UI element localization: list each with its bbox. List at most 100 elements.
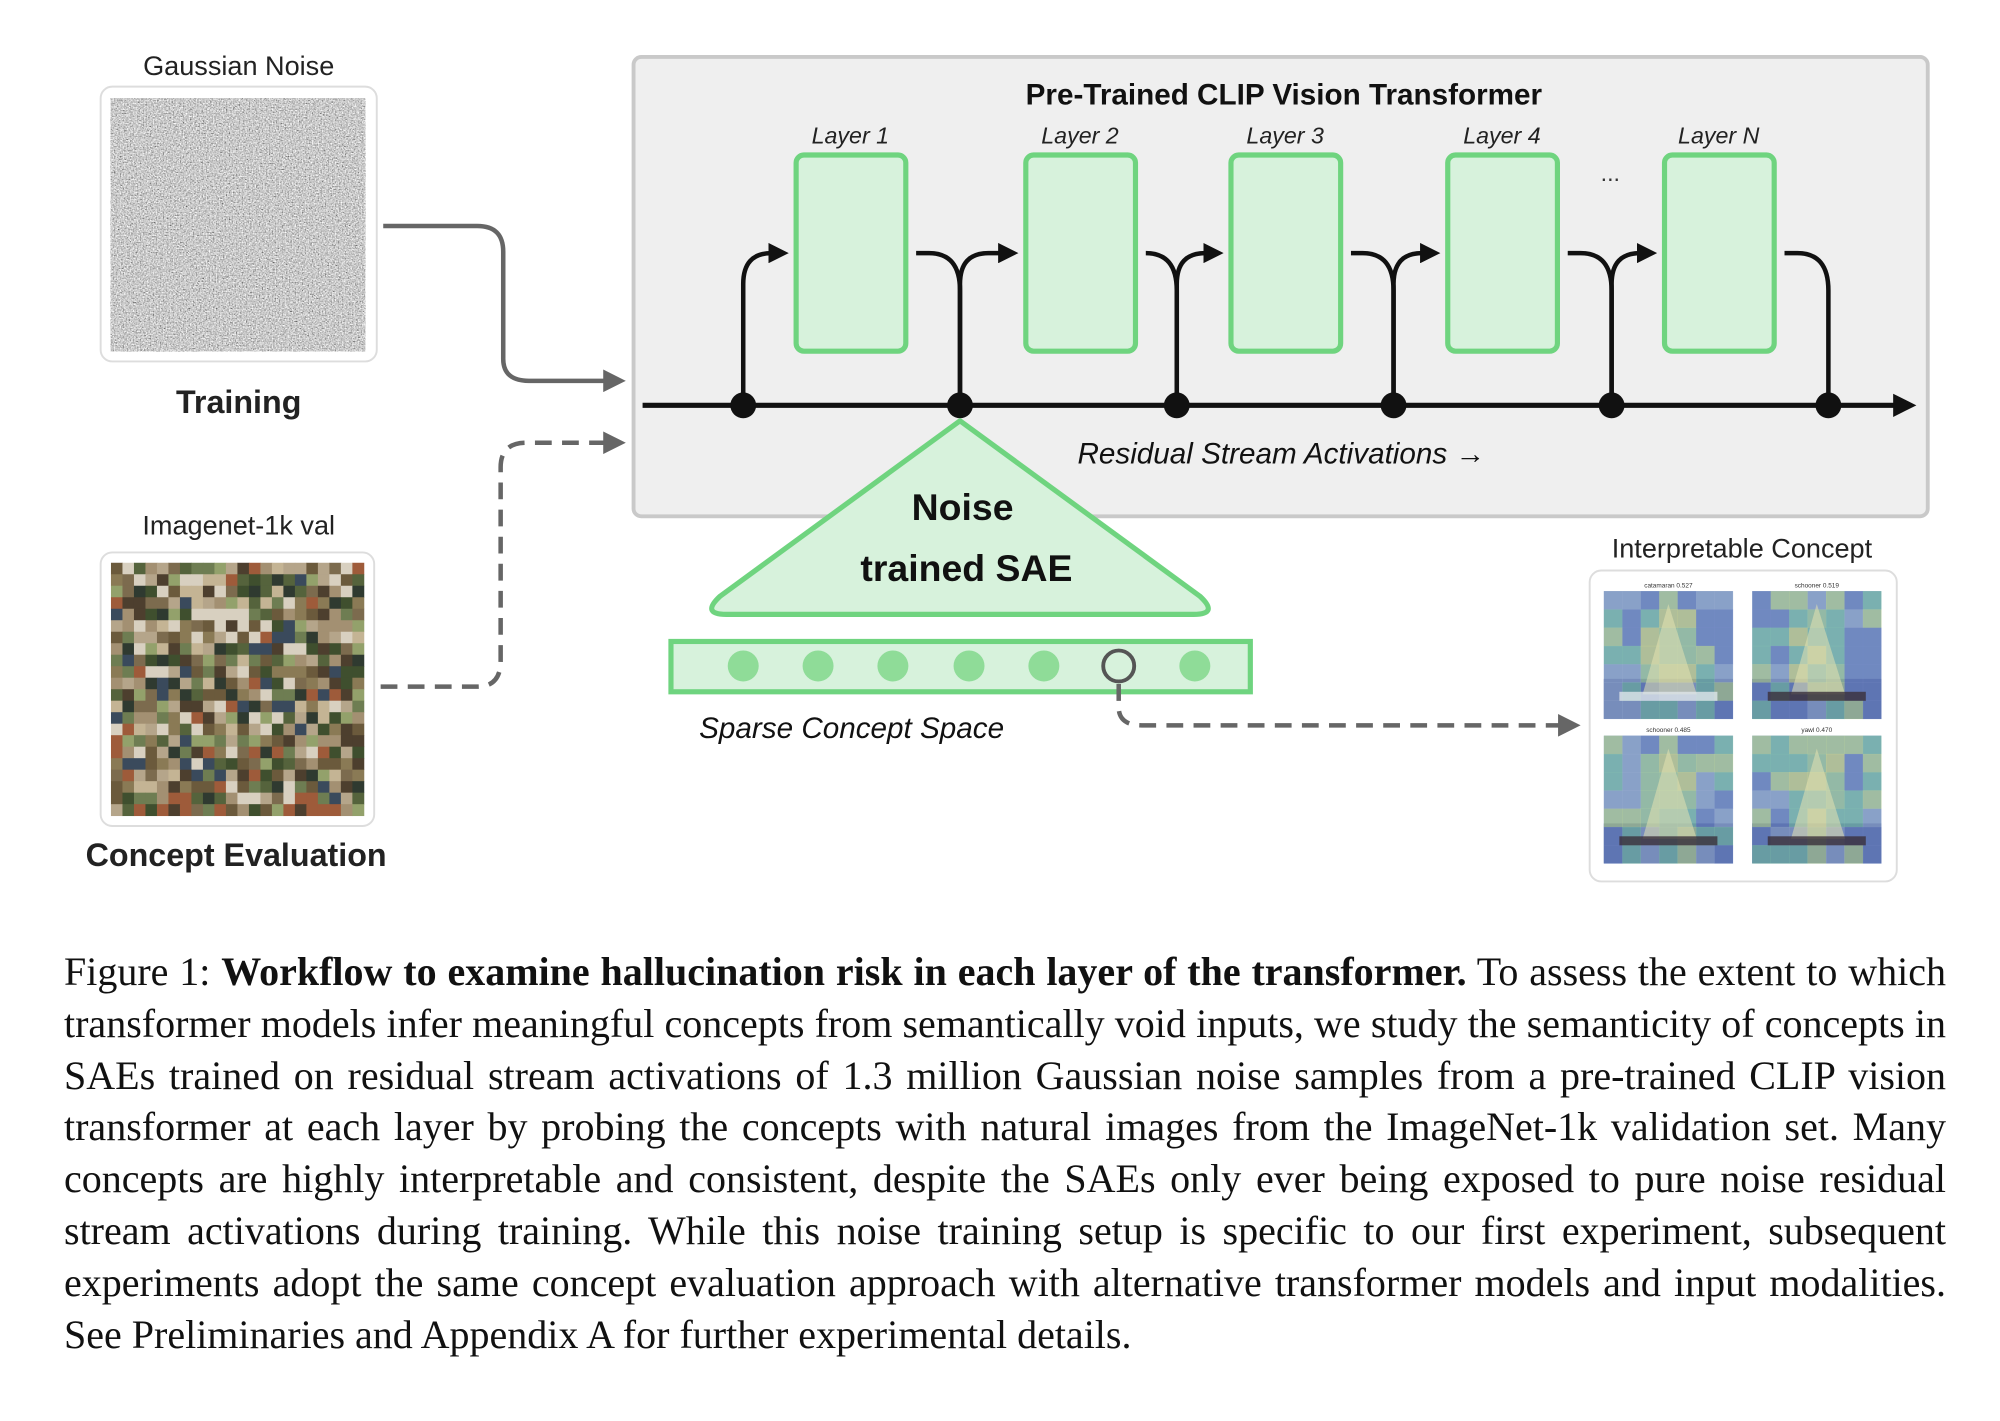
heatmap-cell (1603, 700, 1623, 720)
mosaic-tile (110, 620, 123, 633)
heatmap-cell (1844, 591, 1864, 610)
layer-output-arrow (1567, 250, 1614, 406)
heatmap-cell (1659, 845, 1678, 864)
mosaic-tile (329, 712, 342, 725)
mosaic-tile (110, 746, 123, 759)
mosaic-tile (352, 769, 365, 782)
heatmap-cell (1770, 627, 1790, 647)
mosaic-tile (317, 666, 330, 679)
concept-image-label: catamaran 0.527 (1644, 582, 1693, 589)
mosaic-tile (225, 574, 238, 587)
heatmap-cell (1714, 753, 1734, 773)
mosaic-tile (237, 585, 250, 598)
mosaic-tile (133, 597, 146, 610)
mosaic-tile (283, 666, 296, 679)
mosaic-tile (145, 585, 158, 598)
stream-node (1815, 392, 1842, 419)
mosaic-tile (225, 631, 238, 644)
mosaic-tile (202, 666, 215, 679)
mosaic-tile (340, 689, 353, 702)
mosaic-tile (168, 792, 181, 805)
heatmap-cell (1862, 682, 1882, 701)
mosaic-tile (237, 700, 250, 713)
heatmap-cell (1603, 753, 1623, 773)
mosaic-tile (202, 746, 215, 759)
mosaic-tile (294, 735, 307, 748)
layer-output-arrow (1145, 250, 1180, 406)
heatmap-cell (1862, 845, 1882, 864)
mosaic-tile (202, 643, 215, 656)
noise-label: Gaussian Noise (143, 50, 334, 81)
mosaic-tile (248, 723, 261, 736)
mosaic-tile (260, 700, 273, 713)
mosaic-tile (179, 608, 192, 621)
mosaic-tile (214, 746, 227, 759)
mosaic-tile (352, 735, 365, 748)
mosaic-tile (122, 792, 135, 805)
mosaic-tile (283, 562, 296, 575)
mosaic-tile (271, 562, 284, 575)
heatmap-cell (1696, 609, 1715, 628)
mosaic-tile (225, 597, 238, 610)
mosaic-tile (306, 643, 319, 656)
mosaic-tile (340, 666, 353, 679)
mosaic-tile (122, 608, 135, 621)
heatmap-cell (1825, 753, 1845, 773)
mosaic-tile (122, 700, 135, 713)
mosaic-tile (133, 643, 146, 656)
mosaic-tile (168, 723, 181, 736)
mosaic-tile (271, 643, 284, 656)
mosaic-tile (237, 620, 250, 633)
heatmap-cell (1640, 753, 1660, 773)
heatmap-cell (1696, 735, 1715, 755)
mosaic-tile (340, 677, 353, 690)
mosaic-tile (156, 585, 169, 598)
mosaic-tile (306, 746, 319, 759)
mosaic-tile (294, 608, 307, 621)
heatmap-cell (1622, 664, 1641, 683)
mosaic-tile (214, 562, 227, 575)
mosaic-tile (110, 689, 123, 702)
mosaic-tile (168, 769, 181, 782)
mosaic-tile (294, 597, 307, 610)
mosaic-tile (306, 792, 319, 805)
heatmap-cell (1752, 700, 1771, 720)
mosaic-tile (214, 781, 227, 794)
mosaic-tile (191, 781, 204, 794)
mosaic-tile (156, 654, 169, 667)
heatmap-cell (1622, 627, 1641, 647)
mosaic-tile (306, 700, 319, 713)
mosaic-tile (294, 804, 307, 817)
mosaic-tile (260, 666, 273, 679)
heatmap-cell (1714, 826, 1734, 846)
layer-input-arrow (740, 242, 789, 406)
mosaic-tile (179, 735, 192, 748)
mosaic-tile (145, 746, 158, 759)
mosaic-tile (271, 666, 284, 679)
heatmap-cell (1825, 735, 1845, 755)
mosaic-tile (110, 758, 123, 771)
concept-heatmap-image (1603, 591, 1734, 720)
mosaic-tile (294, 689, 307, 702)
mosaic-tile (283, 677, 296, 690)
highlighted-concept-unit (1101, 648, 1137, 684)
heatmap-cell (1770, 664, 1790, 683)
mosaic-tile (352, 597, 365, 610)
mosaic-tile (283, 643, 296, 656)
mosaic-tile (248, 804, 261, 817)
mosaic-tile (110, 735, 123, 748)
mosaic-tile (214, 723, 227, 736)
mosaic-tile (214, 712, 227, 725)
mosaic-tile (260, 608, 273, 621)
heatmap-cell (1603, 591, 1623, 610)
heatmap-cell (1714, 700, 1734, 720)
mosaic-tile (168, 758, 181, 771)
mosaic-tile (271, 781, 284, 794)
sail-shape (1790, 604, 1846, 695)
mosaic-tile (352, 804, 365, 817)
mosaic-tile (237, 631, 250, 644)
mosaic-tile (317, 585, 330, 598)
heatmap-cell (1752, 808, 1771, 828)
heatmap-cell (1752, 645, 1771, 665)
mosaic-tile (110, 585, 123, 598)
